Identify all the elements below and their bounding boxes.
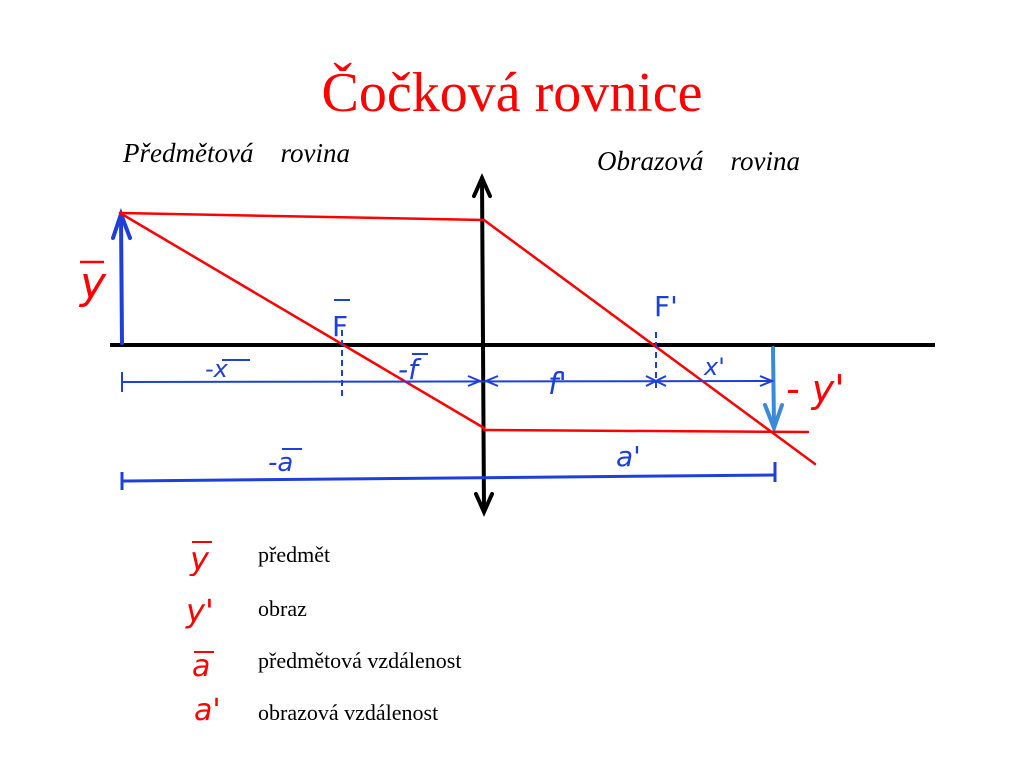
legend-symbol-a-prime: a' — [194, 694, 221, 728]
legend-row-image-distance: a' obrazová vzdálenost — [180, 694, 600, 734]
dimension-row-1 — [121, 372, 775, 392]
legend-symbol-y: y — [189, 540, 212, 576]
label-F-prime: F' — [654, 290, 678, 323]
ray-through-focus-in — [118, 211, 486, 430]
ray-parallel-out — [482, 428, 810, 434]
label-a-prime: a' — [616, 440, 641, 473]
svg-text:a': a' — [194, 694, 221, 728]
label-minus-x: -x — [205, 355, 229, 383]
legend-symbol-a: a — [192, 649, 214, 682]
legend-row-object-distance: a předmětová vzdálenost — [180, 642, 600, 682]
legend-row-image: y' obraz — [180, 590, 600, 630]
svg-text:y': y' — [185, 592, 214, 630]
svg-text:y: y — [189, 540, 210, 576]
light-rays — [118, 211, 817, 466]
legend-symbol-y-prime: y' — [185, 592, 214, 630]
object-arrow — [111, 208, 132, 345]
image-plane-label: Obrazová rovina — [597, 146, 800, 176]
legend-text-object: předmět — [258, 542, 331, 567]
label-F: F — [332, 310, 348, 343]
ray-through-focus-out — [482, 218, 817, 466]
dimension-row-2 — [120, 462, 777, 490]
label-x-prime: x' — [703, 353, 725, 381]
label-minus-y-prime: - y' — [786, 367, 845, 411]
image-arrow — [763, 346, 784, 434]
label-y: y — [78, 258, 107, 309]
object-plane-label: Předmětová rovina — [123, 138, 350, 168]
label-minus-a: -a — [268, 448, 293, 478]
legend-row-object: y předmět — [180, 536, 600, 576]
lens — [472, 173, 494, 517]
ray-parallel-in — [118, 211, 486, 222]
label-f-prime: f' — [548, 367, 567, 402]
legend-text-image-distance: obrazová vzdálenost — [258, 700, 439, 725]
svg-text:a: a — [192, 649, 210, 682]
slide-title: Čočková rovnice — [321, 62, 703, 124]
legend-text-image: obraz — [258, 596, 307, 621]
legend-text-object-distance: předmětová vzdálenost — [258, 648, 462, 673]
